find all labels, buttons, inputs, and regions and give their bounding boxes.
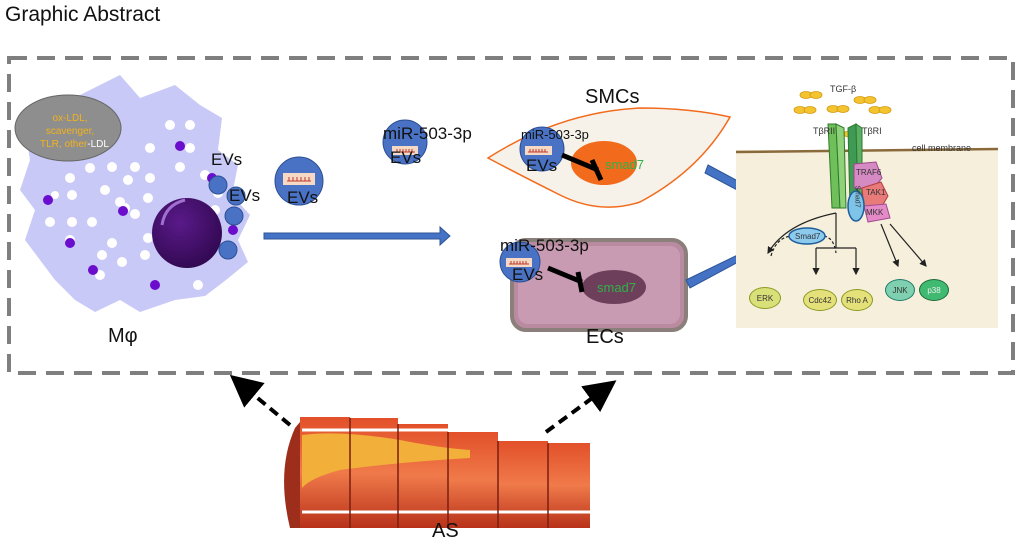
macrophage-label: Mφ: [108, 325, 138, 347]
ec-ev-label: EVs: [512, 265, 544, 284]
smc-smad7-label: smad7: [605, 157, 645, 172]
macrophage-nucleus: [152, 198, 222, 268]
mkk-shape: [863, 203, 891, 223]
p38-node: p38: [919, 279, 949, 301]
ec-inhibition: [547, 265, 583, 285]
ev-label-2: EVs: [229, 186, 261, 205]
released-ev-label: EVs: [287, 188, 319, 207]
cell-membrane: [736, 147, 999, 154]
smad7-free-label: Smad7: [795, 232, 821, 241]
ev-label-1: EVs: [211, 150, 243, 169]
erk-node: ERK: [749, 287, 781, 309]
transfer-arrow: [263, 225, 451, 247]
traf6-label: TRAF6: [856, 168, 882, 177]
tgf-beta-label: TGF-β: [830, 84, 857, 94]
page-title: Graphic Abstract: [5, 3, 161, 26]
smad7-bound-shape: [847, 190, 865, 222]
receptor-ellipse: [14, 94, 122, 162]
smc-nucleus: [571, 141, 637, 185]
dashed-arrow-left: [229, 374, 292, 427]
smad7-free-shape: [788, 227, 826, 245]
cdc42-node: Cdc42: [803, 289, 837, 311]
artery-illustration: [284, 417, 592, 528]
dashed-frame: [7, 56, 1015, 375]
mkk-label: MKK: [866, 208, 884, 217]
ec-mirna-label: miR-503-3p: [500, 236, 589, 255]
receptor1-label: TβRI: [862, 126, 882, 136]
rhoa-node: Rho A: [841, 289, 873, 311]
receptor-labels: ox-LDL, scavenger, TLR, other-LDL: [40, 113, 109, 150]
jnk-node: JNK: [885, 279, 915, 301]
artery-label: AS: [432, 520, 459, 542]
white-granules: [45, 120, 223, 290]
ec-smad7-label: smad7: [597, 280, 637, 295]
dashed-arrow-right: [544, 380, 617, 434]
budding-evs: [208, 175, 246, 260]
smc-title: SMCs: [585, 86, 640, 108]
ec-title: ECs: [586, 326, 624, 348]
smc-mirna-label: miR-503-3p: [521, 127, 589, 142]
cell-membrane-label: cell membrane: [912, 143, 972, 153]
smc-ev-label: EVs: [526, 156, 558, 175]
receptor2-label: TβRII: [813, 126, 836, 136]
pathway-graphics: [736, 91, 999, 276]
mirna-label: miR-503-3p: [383, 124, 472, 143]
smad7-bound-label: Smad7: [853, 185, 861, 208]
purple-granules: [43, 141, 238, 290]
smc-inhibition: [561, 152, 599, 173]
tak1-label: TAK1: [866, 188, 886, 197]
ec-nucleus: [582, 270, 646, 304]
mirna-ev-label: EVs: [390, 148, 422, 167]
